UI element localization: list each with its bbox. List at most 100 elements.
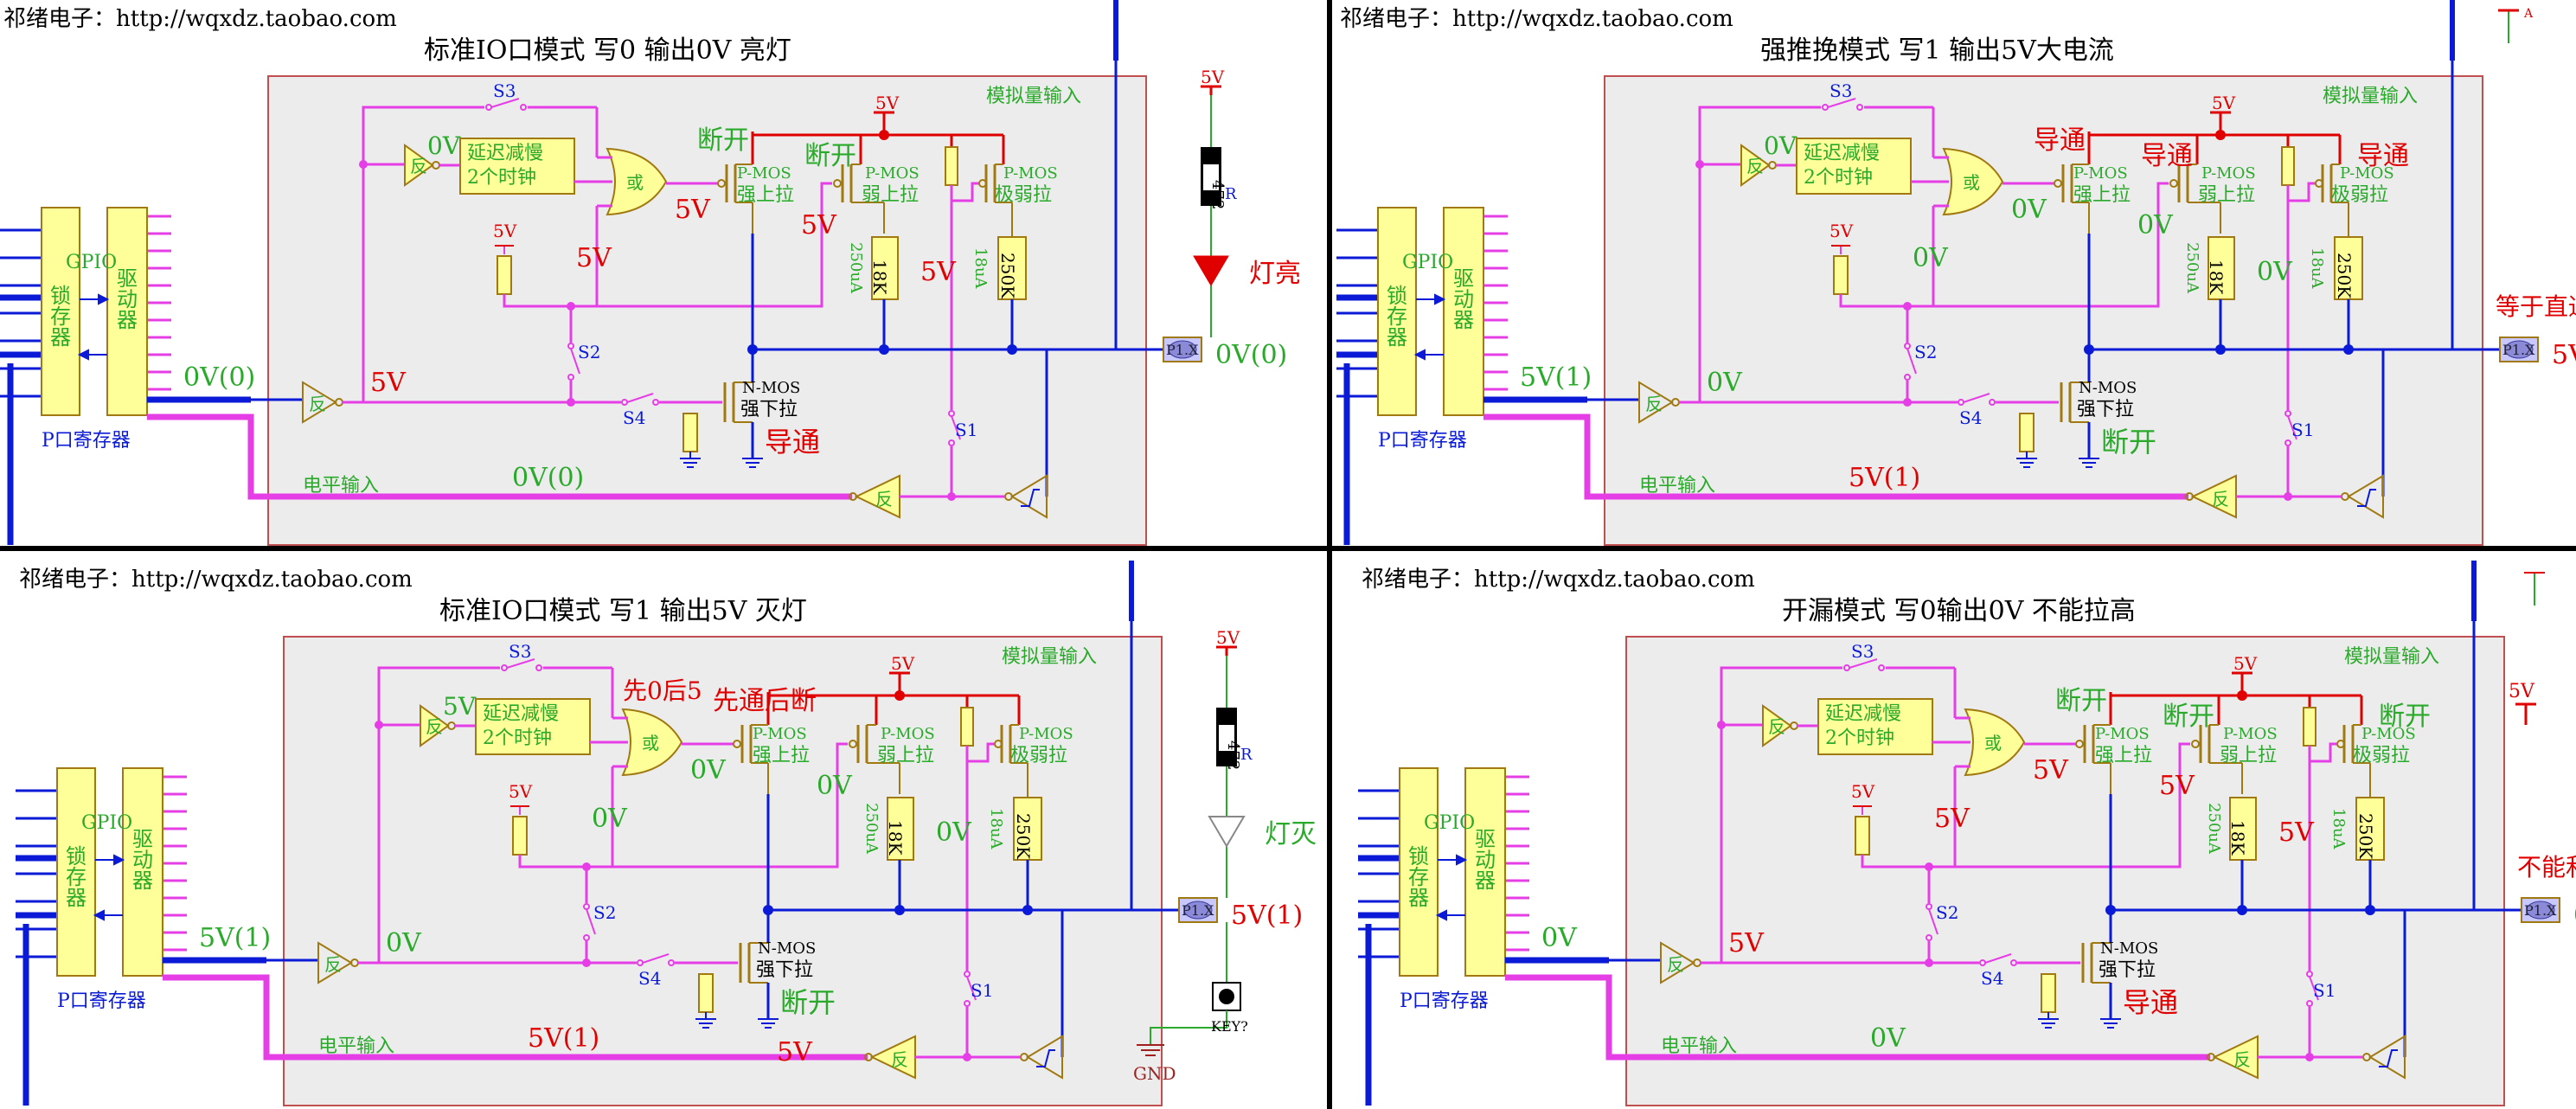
or-output-value: 5V	[675, 195, 711, 225]
ground-icon	[1137, 1044, 1164, 1056]
led-state-label: 灯灭	[1265, 819, 1317, 849]
input-value: 0V(0)	[183, 362, 255, 393]
current-18ua-label: 18uA	[971, 247, 990, 289]
current-18ua-label: 18uA	[2329, 808, 2348, 849]
vcc-label: 5V	[1829, 221, 1854, 241]
watermark-text: A	[2523, 7, 2534, 21]
resistor-250k-label: 250K	[1013, 813, 1034, 860]
pmos-label: P-MOS	[2340, 164, 2394, 183]
weak-pullup-label: 弱上拉	[862, 184, 919, 206]
or-output-value: 0V	[2011, 195, 2047, 225]
weak-node-value: 0V	[2137, 210, 2174, 240]
panel-1	[0, 0, 1229, 545]
switch-s1-label: S1	[2313, 980, 2336, 1001]
s2-node-value: 0V	[592, 804, 628, 834]
weakest-node-value: 5V	[2278, 817, 2315, 848]
gpio-label: GPIO	[66, 252, 117, 273]
led-resistor-label: R	[1225, 185, 1237, 203]
input-value: 0V	[1541, 923, 1578, 953]
inverter-label: 反	[1768, 716, 1785, 737]
or-gate-label: 或	[642, 733, 659, 753]
weak-node-value: 0V	[817, 771, 853, 801]
s2-node-value: 0V	[1913, 243, 1949, 273]
switch-s1-label: S1	[971, 980, 993, 1001]
header-text: 祁绪电子：http://wqxdz.taobao.com	[3, 6, 397, 32]
weak-pullup-state: 断开	[804, 141, 856, 171]
p-register-label: P口寄存器	[1400, 990, 1489, 1012]
current-250ua-label: 250uA	[847, 242, 865, 294]
weak-pullup-state: 断开	[2163, 702, 2214, 732]
strong-pullup-state: 导通	[2034, 125, 2086, 156]
weak-node-value: 5V	[801, 210, 837, 240]
inverter-label: 反	[309, 394, 326, 414]
led-resistor-label: 472	[1224, 740, 1242, 770]
nmos-state: 断开	[2101, 426, 2156, 458]
strong-pullup-label: 强上拉	[2073, 184, 2131, 206]
inverter-label: 反	[2212, 489, 2229, 510]
strong-pullup-state: 先通后断	[713, 686, 817, 716]
analog-input-label: 模拟量输入	[2323, 86, 2418, 107]
delay-label: 延迟减慢	[483, 703, 559, 725]
nmos-label: N-MOS	[758, 939, 816, 958]
strong-pullup-label: 强上拉	[753, 745, 810, 766]
inverter-label: 反	[1667, 954, 1684, 975]
weakest-node-value: 0V	[2257, 257, 2293, 287]
weakest-node-value: 0V	[936, 817, 972, 848]
or-input-value: 5V	[443, 692, 477, 721]
strong-pulldown-label: 强下拉	[756, 959, 813, 981]
or-output-value: 0V	[690, 755, 727, 785]
analog-input-label: 模拟量输入	[986, 86, 1081, 107]
delay-label: 2个时钟	[1804, 167, 1873, 189]
pmos-label: P-MOS	[753, 725, 807, 743]
led-resistor-label: 472	[1208, 180, 1227, 209]
led-vcc-label: 5V	[1216, 627, 1240, 648]
weak-pullup-label: 弱上拉	[2220, 745, 2277, 766]
switch-s2-label: S2	[1936, 902, 1958, 923]
nmos-state: 导通	[2123, 986, 2178, 1019]
driver-label: 驱动器	[1453, 266, 1474, 332]
nmos-label: N-MOS	[2079, 379, 2137, 397]
s2-node-value: 5V	[1934, 804, 1970, 834]
weak-pullup-state: 导通	[2141, 141, 2193, 171]
nmos-state: 导通	[765, 426, 820, 458]
vcc-label: 5V	[875, 93, 900, 113]
inverter-label: 反	[410, 156, 427, 176]
header-text: 祁绪电子：http://wqxdz.taobao.com	[19, 567, 413, 593]
current-250ua-label: 250uA	[2183, 242, 2201, 294]
resistor-18k-label: 18K	[869, 260, 890, 295]
led-state-label: 灯亮	[1249, 259, 1301, 289]
or-gate-label: 或	[1984, 733, 2002, 753]
pmos-label: P-MOS	[2073, 164, 2128, 183]
switch-s3-label: S3	[509, 641, 531, 662]
led-on-icon	[1193, 255, 1229, 286]
gpio-label: GPIO	[1402, 252, 1453, 273]
header-text: 祁绪电子：http://wqxdz.taobao.com	[1362, 567, 1755, 593]
switch-s4-label: S4	[1959, 407, 1982, 428]
output-value: 5V(1)	[1231, 901, 1303, 931]
pmos-label: P-MOS	[1003, 164, 1058, 183]
inverter-output-value: 0V	[386, 928, 422, 958]
panel-title: 强推挽模式 写1 输出5V大电流	[1760, 35, 2114, 66]
panel-3	[16, 561, 1246, 1106]
input-value: 5V(1)	[199, 923, 271, 953]
nmos-label: N-MOS	[742, 379, 800, 397]
weak-pullup-label: 弱上拉	[877, 745, 934, 766]
current-250ua-label: 250uA	[862, 803, 881, 855]
side-note: 不能和5V短路	[2517, 853, 2576, 881]
weakest-pullup-state: 断开	[2379, 702, 2431, 732]
resistor-18k-label: 18K	[2206, 260, 2227, 295]
resistor-250k-label: 250K	[997, 253, 1018, 299]
led-resistor-label: R	[1240, 746, 1253, 764]
level-input-label: 电平输入	[318, 1035, 394, 1057]
pmos-label: P-MOS	[2223, 725, 2278, 743]
panel-title: 开漏模式 写0输出0V 不能拉高	[1782, 596, 2136, 626]
strong-pulldown-label: 强下拉	[2077, 399, 2134, 420]
switch-s2-label: S2	[1914, 342, 1937, 362]
output-value: 0V(0)	[1215, 340, 1287, 370]
switch-s2-label: S2	[578, 342, 600, 362]
led-vcc-label: 5V	[1201, 67, 1225, 87]
driver-label: 驱动器	[1475, 827, 1496, 893]
or-gate-label: 或	[626, 172, 644, 193]
inverter-output-value: 0V	[1707, 368, 1743, 398]
inverter-label: 反	[426, 716, 443, 737]
